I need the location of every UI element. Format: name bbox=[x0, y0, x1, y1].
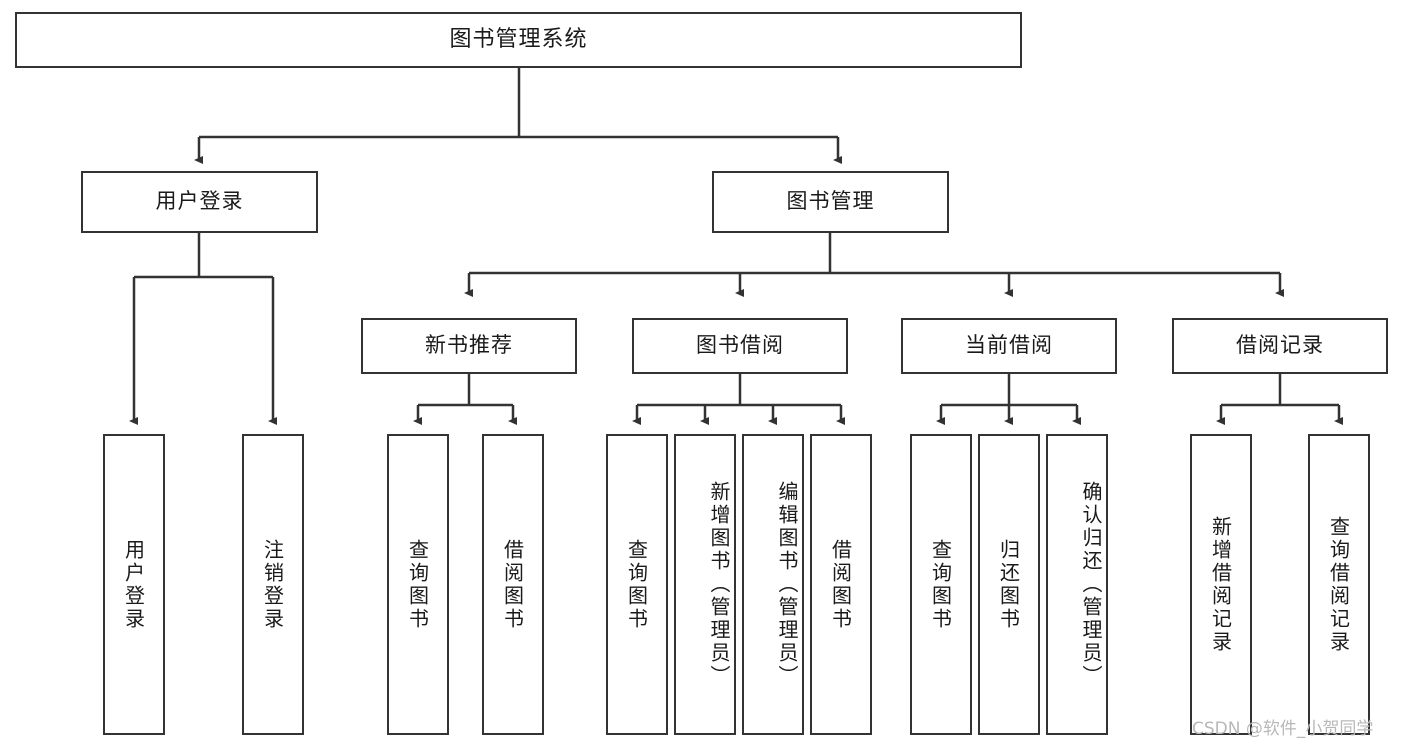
node-borrow-record[interactable]: 借阅记录 bbox=[1172, 318, 1388, 374]
leaf-recommend-query-book[interactable]: 查询图书 bbox=[387, 434, 449, 735]
node-label: 归还图书 bbox=[996, 538, 1021, 631]
leaf-current-return-book[interactable]: 归还图书 bbox=[978, 434, 1040, 735]
leaf-record-add-record[interactable]: 新增借阅记录 bbox=[1190, 434, 1252, 735]
leaf-user-login-login[interactable]: 用户登录 bbox=[103, 434, 165, 735]
leaf-current-confirm-return[interactable]: 确认归还（管理员） bbox=[1046, 434, 1108, 735]
node-label: 新书推荐 bbox=[425, 333, 513, 358]
node-label: 当前借阅 bbox=[965, 333, 1053, 358]
node-label: 借阅记录 bbox=[1236, 333, 1324, 358]
leaf-borrow-borrow-book[interactable]: 借阅图书 bbox=[810, 434, 872, 735]
node-current-borrow[interactable]: 当前借阅 bbox=[901, 318, 1117, 374]
leaf-user-login-logout[interactable]: 注销登录 bbox=[242, 434, 304, 735]
node-label: 查询借阅记录 bbox=[1326, 515, 1351, 654]
node-book-management[interactable]: 图书管理 bbox=[712, 171, 949, 233]
node-label: 用户登录 bbox=[121, 538, 146, 631]
leaf-current-query-book[interactable]: 查询图书 bbox=[910, 434, 972, 735]
leaf-recommend-borrow-book[interactable]: 借阅图书 bbox=[482, 434, 544, 735]
node-label: 查询图书 bbox=[405, 538, 430, 631]
node-label: 图书借阅 bbox=[696, 333, 784, 358]
node-user-login[interactable]: 用户登录 bbox=[81, 171, 318, 233]
node-book-borrow[interactable]: 图书借阅 bbox=[632, 318, 848, 374]
leaf-borrow-add-book[interactable]: 新增图书（管理员） bbox=[674, 434, 736, 735]
node-root-system[interactable]: 图书管理系统 bbox=[15, 12, 1022, 68]
node-label: 编辑图书（管理员） bbox=[775, 481, 799, 688]
node-label: 借阅图书 bbox=[500, 538, 525, 631]
node-label: 图书管理 bbox=[786, 189, 875, 214]
node-label: 确认归还（管理员） bbox=[1079, 481, 1103, 688]
leaf-borrow-query-book[interactable]: 查询图书 bbox=[606, 434, 668, 735]
node-label: 查询图书 bbox=[928, 538, 953, 631]
node-label: 图书管理系统 bbox=[449, 26, 588, 52]
leaf-record-query-record[interactable]: 查询借阅记录 bbox=[1308, 434, 1370, 735]
node-label: 借阅图书 bbox=[828, 538, 853, 631]
watermark-text: CSDN @软件_小贺同学 bbox=[1192, 719, 1374, 739]
node-label: 注销登录 bbox=[260, 538, 285, 631]
node-label: 新增借阅记录 bbox=[1208, 515, 1233, 654]
node-label: 新增图书（管理员） bbox=[707, 481, 731, 688]
node-label: 用户登录 bbox=[155, 189, 244, 214]
node-label: 查询图书 bbox=[624, 538, 649, 631]
node-new-book-recommend[interactable]: 新书推荐 bbox=[361, 318, 577, 374]
leaf-borrow-edit-book[interactable]: 编辑图书（管理员） bbox=[742, 434, 804, 735]
